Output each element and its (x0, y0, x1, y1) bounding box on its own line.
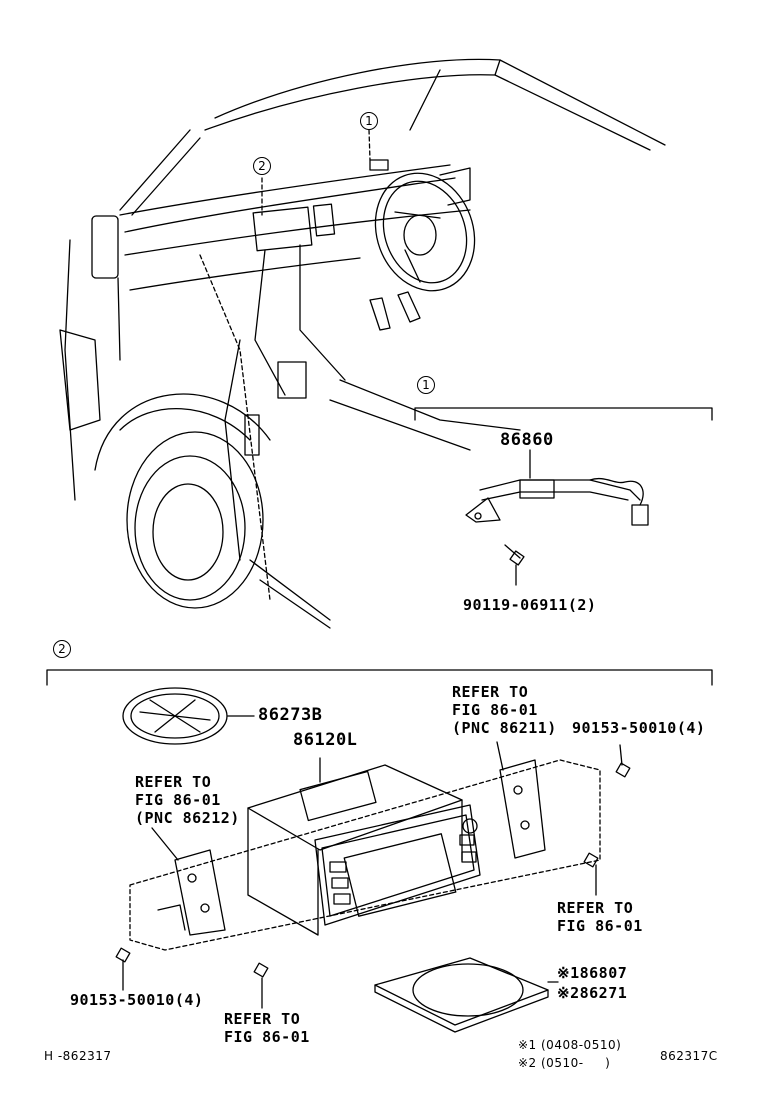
section-2-bracket (46, 669, 713, 686)
diagram-id-right: 862317C (660, 1049, 718, 1063)
part-number-86120l: 86120L (293, 730, 358, 750)
refer-note-lower-right-line-2: FIG 86-01 (557, 917, 643, 935)
footnote-1: ※1 (0408-0510) (518, 1038, 622, 1052)
disc-part-number-1: ※186807 (557, 964, 628, 982)
diagram-id-left: H -862317 (44, 1049, 112, 1063)
refer-note-left-line-3: (PNC 86212) (135, 809, 240, 827)
refer-note-right-line-3: (PNC 86211) (452, 719, 557, 737)
section-1-bracket (414, 407, 713, 479)
refer-note-lower-right-line-1: REFER TO (557, 899, 634, 917)
sensor-86860-illustration (465, 477, 649, 586)
refer-note-right-line-1: REFER TO (452, 683, 529, 701)
footnote-2: ※2 (0510- ) (518, 1056, 611, 1070)
mounting-brackets-illustration (115, 741, 631, 1009)
callout-1-marker: 1 (360, 112, 378, 130)
section-1-marker: 1 (417, 376, 435, 394)
part-number-86860: 86860 (500, 430, 554, 450)
screw-part-number-right: 90153-50010(4) (572, 719, 706, 737)
refer-note-left-line-2: FIG 86-01 (135, 791, 221, 809)
screw-part-number-left: 90153-50010(4) (70, 991, 204, 1009)
section-2-marker: 2 (53, 640, 71, 658)
refer-note-left-line-1: REFER TO (135, 773, 212, 791)
refer-note-bottom-line-2: FIG 86-01 (224, 1028, 310, 1046)
vehicle-interior-illustration (59, 58, 666, 629)
part-number-86273b: 86273B (258, 705, 323, 725)
screw-part-number-section-1: 90119-06911(2) (463, 596, 597, 614)
disc-part-number-2: ※286271 (557, 984, 628, 1002)
refer-note-bottom-line-1: REFER TO (224, 1010, 301, 1028)
callout-2-marker: 2 (253, 157, 271, 175)
disc-illustration (374, 957, 559, 1033)
ring-86273b-illustration (122, 687, 255, 745)
navigation-unit-86120l-illustration (247, 757, 481, 936)
refer-note-right-line-2: FIG 86-01 (452, 701, 538, 719)
